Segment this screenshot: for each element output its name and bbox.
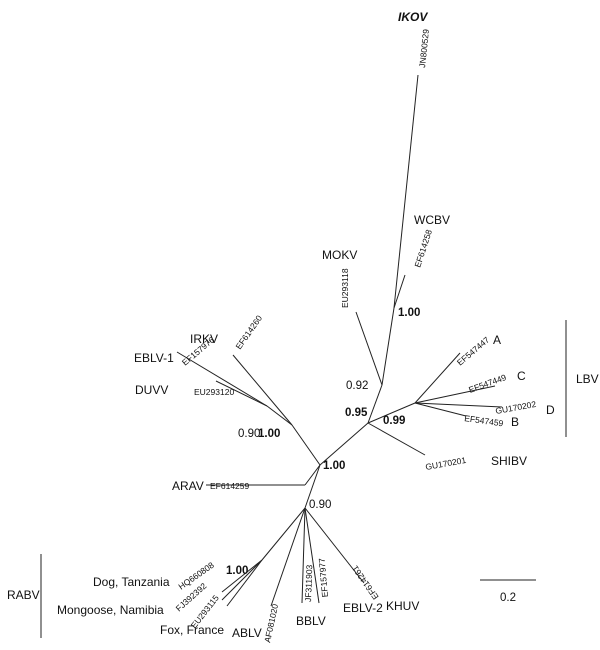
branch-internal-mokola-lagos bbox=[367, 384, 383, 424]
support-lbv-clade: 0.99 bbox=[383, 415, 405, 427]
accession-ablv: AF081020 bbox=[262, 603, 280, 644]
accession-ikov: JN800529 bbox=[417, 28, 431, 68]
accession-khuv: EF614261 bbox=[350, 563, 381, 601]
taxon-bblv: BBLV bbox=[296, 614, 326, 628]
branch-lbv-b bbox=[414, 402, 467, 417]
branch-internal-eblv1-duvv bbox=[266, 405, 293, 426]
taxon-lbv-b: B bbox=[511, 415, 519, 429]
taxon-mokv: MOKV bbox=[322, 248, 357, 262]
support-rabv: 1.00 bbox=[226, 565, 248, 577]
branch-lbv-c bbox=[414, 385, 496, 404]
taxon-labels: IKOV WCBV MOKV IRKV EBLV-1 DUVV ARAV SHI… bbox=[57, 10, 555, 640]
branch-lbv-a bbox=[414, 352, 461, 404]
branch-duvv bbox=[215, 380, 268, 407]
support-central: 1.00 bbox=[323, 460, 345, 472]
accession-lbv-a: EF547447 bbox=[455, 334, 492, 367]
rabv-group-label: RABV bbox=[7, 588, 40, 602]
branch-internal-rabv bbox=[261, 507, 306, 561]
accession-lbv-d: GU170202 bbox=[495, 399, 537, 416]
scale-bar-label: 0.2 bbox=[500, 592, 516, 604]
accession-bblv: JF311903 bbox=[303, 564, 314, 602]
accession-mokv: EU293118 bbox=[340, 268, 350, 308]
taxon-lbv-d: D bbox=[546, 403, 555, 417]
branch-internal-lbv-shibv bbox=[367, 402, 416, 424]
taxon-ikov: IKOV bbox=[398, 10, 428, 24]
accession-irkv: EF614260 bbox=[233, 313, 264, 351]
branch-bblv bbox=[301, 507, 306, 604]
branch-ablv bbox=[270, 507, 306, 607]
support-lbv-shibv: 0.95 bbox=[345, 407, 368, 419]
support-values: 1.00 0.92 0.99 0.95 1.00 0.90 1.00 0.90 … bbox=[226, 307, 420, 577]
accession-lbv-c: EF547449 bbox=[467, 372, 508, 395]
taxon-arav: ARAV bbox=[172, 479, 204, 493]
branch-wcbv bbox=[393, 274, 406, 309]
branch-lbv-d bbox=[414, 402, 503, 408]
taxon-lbv-a: A bbox=[493, 333, 501, 347]
lbv-group-label: LBV bbox=[576, 372, 599, 386]
taxon-shibv: SHIBV bbox=[491, 454, 527, 468]
branch-dog-tanzania bbox=[221, 559, 263, 593]
support-irkv-eblv1: 1.00 bbox=[258, 428, 280, 440]
taxon-fox-france: Fox, France bbox=[160, 623, 224, 637]
branch-mongoose-namibia bbox=[221, 559, 263, 601]
taxon-eblv1: EBLV-1 bbox=[134, 351, 174, 365]
accession-duvv: EU293120 bbox=[194, 387, 234, 397]
accession-wcbv: EF614258 bbox=[412, 228, 434, 269]
accession-labels: JN800529 EF614258 EU293118 EF614260 EF15… bbox=[174, 28, 537, 643]
taxon-eblv2: EBLV-2 bbox=[343, 601, 383, 615]
accession-arav: EF614259 bbox=[210, 481, 249, 491]
branch-internal-left-clade bbox=[291, 424, 321, 466]
taxon-irkv: IRKV bbox=[190, 332, 218, 346]
taxon-mongoose-namibia: Mongoose, Namibia bbox=[57, 603, 164, 617]
taxon-duvv: DUVV bbox=[135, 383, 168, 397]
accession-shibv: GU170201 bbox=[425, 455, 467, 472]
branches bbox=[176, 74, 503, 607]
branch-eblv2 bbox=[304, 507, 320, 604]
branch-irkv bbox=[232, 354, 293, 426]
taxon-dog-tanzania: Dog, Tanzania bbox=[93, 575, 170, 589]
taxon-ablv: ABLV bbox=[232, 626, 262, 640]
branch-internal-phylogroup1 bbox=[304, 464, 321, 509]
support-lagos-mokola: 0.92 bbox=[346, 380, 368, 392]
branch-internal-central bbox=[319, 422, 369, 466]
branch-eblv1 bbox=[176, 351, 268, 407]
support-duvv-eblv1: 0.90 bbox=[238, 428, 260, 440]
accession-eblv2: EF157977 bbox=[317, 557, 330, 597]
branch-internal-wcbv-ikov-stem bbox=[381, 307, 395, 386]
support-wcbv-ikov: 1.00 bbox=[398, 307, 420, 319]
taxon-khuv: KHUV bbox=[386, 599, 419, 613]
support-phylogroup1: 0.90 bbox=[309, 499, 331, 511]
branch-ikov bbox=[393, 74, 419, 309]
branch-arav bbox=[304, 464, 321, 486]
branch-khuv bbox=[304, 507, 365, 584]
taxon-wcbv: WCBV bbox=[414, 213, 450, 227]
branch-mokv bbox=[355, 311, 383, 386]
branch-fox-france bbox=[226, 559, 263, 607]
branch-shibv bbox=[367, 422, 426, 456]
taxon-lbv-c: C bbox=[517, 369, 526, 383]
